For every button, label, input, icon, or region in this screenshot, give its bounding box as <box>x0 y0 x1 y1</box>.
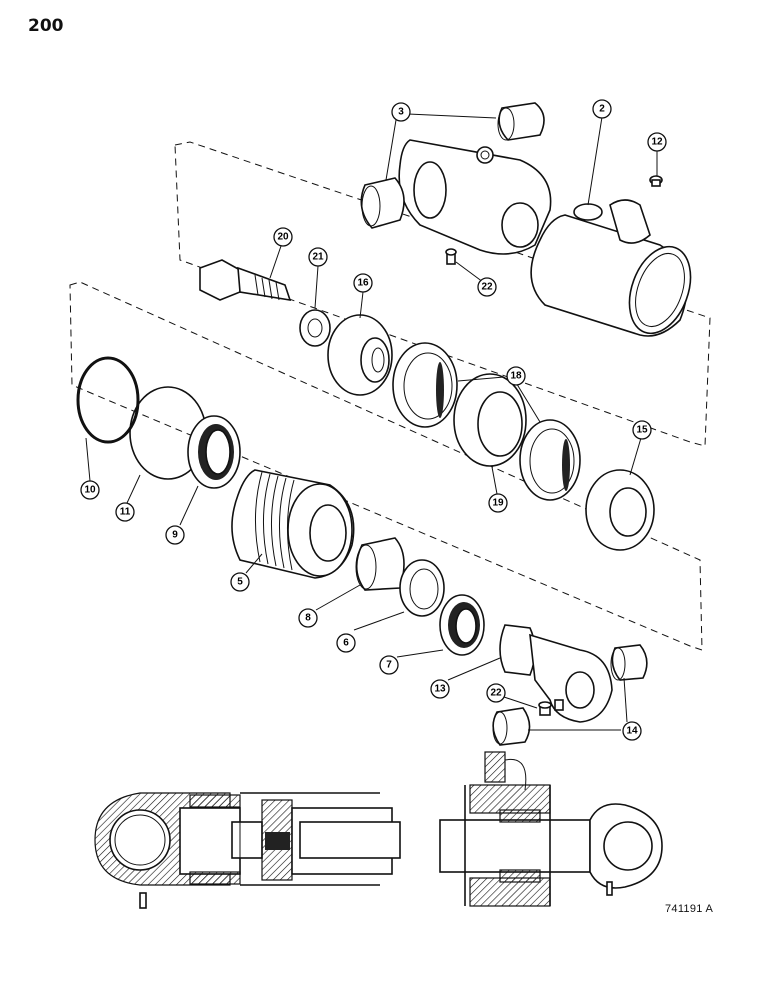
piston-rod-part <box>499 624 613 723</box>
callout-20-label: 20 <box>277 232 289 243</box>
callout-6: 6 <box>336 633 356 653</box>
rod-bushing-part <box>355 537 405 591</box>
callout-13-label: 13 <box>434 684 446 695</box>
callout-2: 2 <box>592 99 612 119</box>
assembled-section-left <box>94 792 401 909</box>
rod-seal-part <box>439 594 485 656</box>
base-end-part <box>398 139 552 255</box>
rod-end-bushing-part <box>492 644 648 746</box>
callout-22-lower: 22 <box>486 683 506 703</box>
callout-5-label: 5 <box>237 577 243 588</box>
callout-3: 3 <box>391 102 411 122</box>
callout-14-label: 14 <box>626 726 638 737</box>
page-number: 200 <box>28 16 64 36</box>
grease-fitting-lower-part <box>538 701 552 716</box>
callout-7-label: 7 <box>386 660 392 671</box>
callout-22-upper-label: 22 <box>481 282 493 293</box>
leader-lines <box>85 113 658 731</box>
seal-part-18 <box>392 342 581 501</box>
callout-18: 18 <box>506 366 526 386</box>
callout-21-label: 21 <box>312 252 324 263</box>
upper-group-outline <box>174 141 711 447</box>
cylinder-tube-part <box>530 199 692 337</box>
callout-15-label: 15 <box>636 425 648 436</box>
callout-2-label: 2 <box>599 104 605 115</box>
callout-9-label: 9 <box>172 530 178 541</box>
callout-19-label: 19 <box>492 498 504 509</box>
gland-part <box>231 469 355 579</box>
callout-13: 13 <box>430 679 450 699</box>
callout-12-label: 12 <box>651 137 663 148</box>
callout-22-lower-label: 22 <box>490 688 502 699</box>
callout-10: 10 <box>80 480 100 500</box>
callout-8-label: 8 <box>305 613 311 624</box>
callout-18-label: 18 <box>510 371 522 382</box>
callout-10-label: 10 <box>84 485 96 496</box>
callout-15: 15 <box>632 420 652 440</box>
callout-3-label: 3 <box>398 107 404 118</box>
wear-ring-part <box>453 373 527 467</box>
callout-21: 21 <box>308 247 328 267</box>
callout-14: 14 <box>622 721 642 741</box>
callout-5: 5 <box>230 572 250 592</box>
callout-19: 19 <box>488 493 508 513</box>
bushing-part <box>360 102 545 229</box>
wiper-part <box>187 415 241 489</box>
callout-12: 12 <box>647 132 667 152</box>
callout-22-upper: 22 <box>477 277 497 297</box>
piston-part-16 <box>327 314 393 396</box>
callout-16: 16 <box>353 273 373 293</box>
callout-11-label: 11 <box>120 507 131 518</box>
callout-11: 11 <box>115 502 135 522</box>
callout-20: 20 <box>273 227 293 247</box>
bolt-part <box>199 259 292 301</box>
grease-fitting-part <box>445 175 663 265</box>
callout-8: 8 <box>298 608 318 628</box>
callout-7: 7 <box>379 655 399 675</box>
reference-code: 741191 A <box>665 903 714 915</box>
callout-16-label: 16 <box>357 278 369 289</box>
piston-part-15 <box>585 469 655 551</box>
callout-9: 9 <box>165 525 185 545</box>
assembled-section-right <box>439 751 663 907</box>
callout-6-label: 6 <box>343 638 349 649</box>
o-ring-part <box>399 559 445 617</box>
washer-part <box>299 309 331 347</box>
snap-ring-part <box>76 356 140 444</box>
